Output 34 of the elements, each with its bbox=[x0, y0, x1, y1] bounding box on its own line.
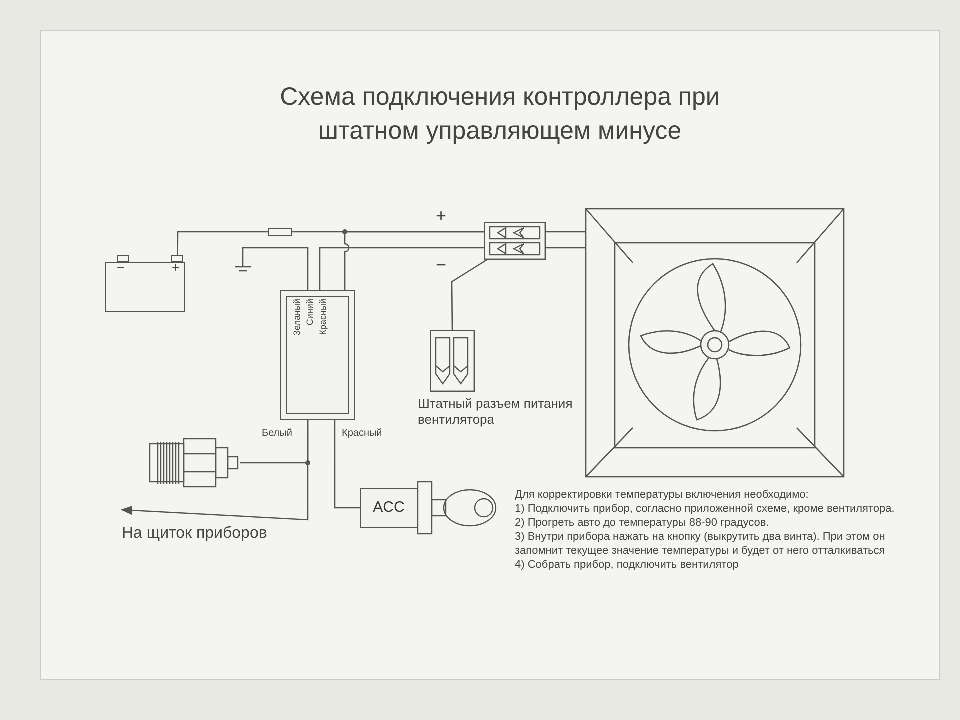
connector-caption: Штатный разъем питания вентилятора bbox=[418, 396, 574, 428]
edge-label: Белый bbox=[262, 427, 292, 441]
wire bbox=[545, 231, 586, 249]
edge-label: На щиток приборов bbox=[122, 524, 268, 544]
switch-label: ACC bbox=[373, 498, 405, 518]
instruction-text: 1) Подключить прибор, согласно приложенной схеме, кроме вентилятора. bbox=[515, 502, 896, 516]
wire-color-label: Красный bbox=[319, 299, 328, 336]
arrow bbox=[120, 420, 309, 521]
instruction-text: 3) Внутри прибора нажать на кнопку (выкрутить два винта). При этом он запомнит текущее значение температуры и будет от него отталкиваться bbox=[515, 530, 886, 558]
ignition-switch-box bbox=[360, 488, 418, 528]
diagram-title: Схема подключения контроллера при штатном управляющем минусе bbox=[279, 82, 721, 147]
minus-sign: − bbox=[117, 261, 125, 274]
instruction-text: 2) Прогреть авто до температуры 88-90 градусов. bbox=[515, 516, 770, 530]
battery bbox=[105, 255, 185, 312]
fuse-symbol bbox=[268, 228, 292, 236]
wire-color-label: Зеланый bbox=[293, 299, 302, 336]
ground-symbol bbox=[234, 258, 252, 272]
instruction-text: Для корректировки температуры включения необходимо: bbox=[515, 488, 810, 502]
fan-connector bbox=[484, 222, 546, 260]
edge-label: Красный bbox=[342, 427, 382, 441]
wire bbox=[451, 259, 488, 330]
instruction-text: 4) Собрать прибор, подключить вентилятор bbox=[515, 558, 740, 572]
radiator-fan-drawing bbox=[585, 208, 845, 478]
wire-color-label: Синий bbox=[306, 299, 315, 326]
wire bbox=[334, 420, 360, 509]
wire bbox=[344, 231, 484, 290]
wire bbox=[177, 231, 268, 255]
controller-box bbox=[280, 290, 355, 420]
plus-sign: + bbox=[172, 261, 180, 274]
temperature-sensor-drawing bbox=[148, 438, 240, 488]
wire bbox=[319, 247, 484, 290]
wire bbox=[242, 247, 309, 290]
edge-label: − bbox=[436, 254, 447, 277]
edge-label: + bbox=[436, 205, 447, 228]
